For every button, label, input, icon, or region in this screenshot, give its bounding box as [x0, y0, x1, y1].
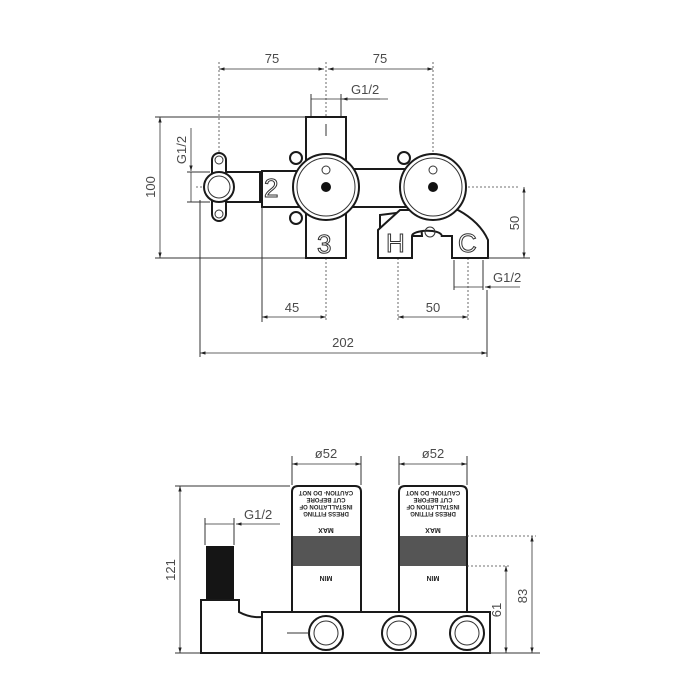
- dim-min-height: 61: [489, 603, 504, 617]
- dim-hc-height: 50: [507, 216, 522, 230]
- dim-right-span: 75: [373, 51, 387, 66]
- dim-outlet-thread: G1/2: [244, 507, 272, 522]
- min-label: MIN: [427, 574, 440, 581]
- caution-text-4: CAUTION- DO NOT: [406, 489, 461, 495]
- port-label-cold: C: [458, 228, 477, 258]
- dim-left-span: 75: [265, 51, 279, 66]
- dim-hc-spacing: 50: [426, 300, 440, 315]
- max-label: MAX: [425, 526, 441, 533]
- right-sleeve: DRESS FITTING INSTALLATION OF CUT BEFORE…: [398, 485, 468, 613]
- front-view: ø52 ø52 121 G1/2 DRESS FITTING INSTALLAT…: [163, 446, 540, 654]
- dim-max-height: 83: [515, 589, 530, 603]
- caution-text-1: DRESS FITTING: [410, 510, 456, 516]
- caution-text-4: CAUTION- DO NOT: [299, 489, 354, 495]
- dim-top-outlet-thread: G1/2: [351, 82, 379, 97]
- port-label-hot: H: [386, 228, 405, 258]
- caution-text-3: CUT BEFORE: [414, 496, 453, 502]
- dim-right-diameter: ø52: [422, 446, 444, 461]
- dim-left-outlet-thread: G1/2: [174, 136, 189, 164]
- max-label: MAX: [318, 526, 334, 533]
- caution-text-2: INSTALLATION OF: [406, 503, 459, 509]
- caution-text-1: DRESS FITTING: [303, 510, 349, 516]
- top-view: 75 75 G1/2 100 G1/2: [143, 51, 530, 357]
- dim-height: 100: [143, 176, 158, 198]
- caution-text-3: CUT BEFORE: [307, 496, 346, 502]
- min-label: MIN: [320, 574, 333, 581]
- caution-text-2: INSTALLATION OF: [299, 503, 352, 509]
- dim-cold-inlet-thread: G1/2: [493, 270, 521, 285]
- dim-overall-width: 202: [332, 335, 354, 350]
- dim-outlet2-offset: 45: [285, 300, 299, 315]
- port-label-3: 3: [317, 229, 331, 259]
- port-label-2: 2: [264, 173, 278, 203]
- dim-left-diameter: ø52: [315, 446, 337, 461]
- dim-overall-height: 121: [163, 559, 178, 581]
- left-sleeve: DRESS FITTING INSTALLATION OF CUT BEFORE…: [291, 485, 362, 613]
